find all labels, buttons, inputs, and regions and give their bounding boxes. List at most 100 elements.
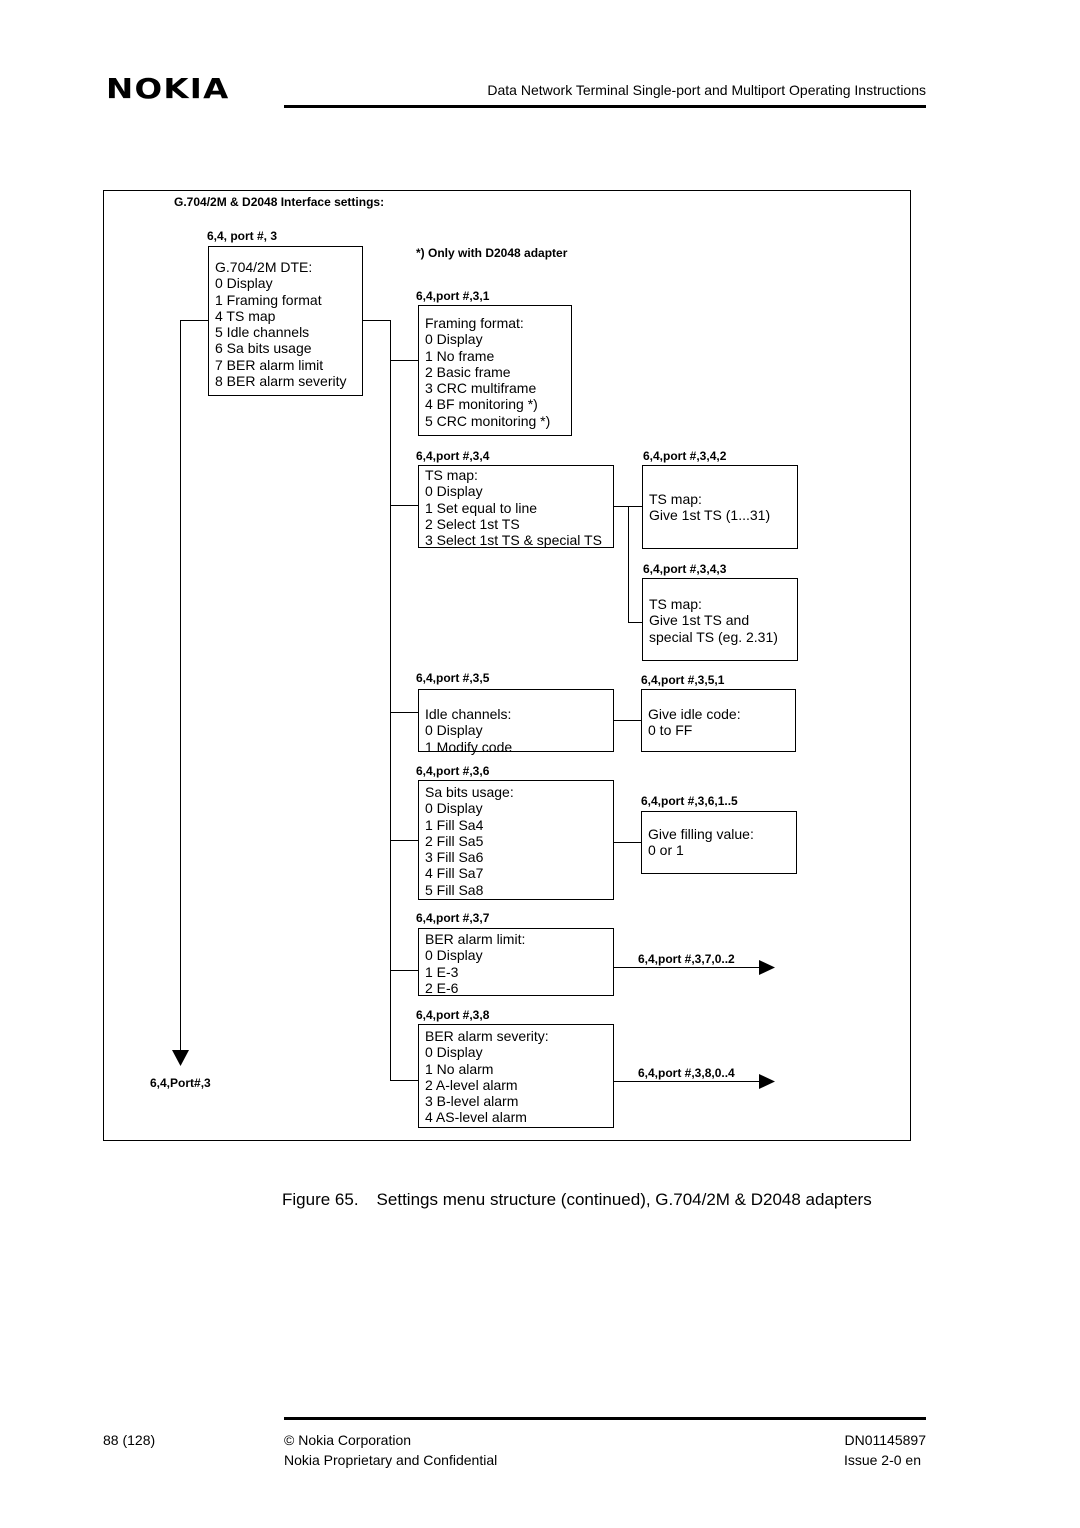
main-menu-label: 6,4, port #, 3 xyxy=(207,229,278,243)
node-label-3-5-1: 6,4,port #,3,5,1 xyxy=(641,673,725,687)
node-label-3-4: 6,4,port #,3,4 xyxy=(416,449,490,463)
menu-line: 4 AS-level alarm xyxy=(425,1109,527,1126)
connector xyxy=(628,622,642,623)
ts-map-special-box: TS map: Give 1st TS and special TS (eg. … xyxy=(642,578,798,661)
menu-line: TS map: xyxy=(649,491,702,507)
menu-line: 1 No frame xyxy=(425,347,495,364)
sa-bits-box: Sa bits usage: 0 Display 1 Fill Sa4 2 Fi… xyxy=(418,780,614,900)
menu-line: 3 B-level alarm xyxy=(425,1093,519,1110)
connector xyxy=(390,505,418,506)
menu-line: 0 Display xyxy=(425,331,483,348)
menu-line: 1 Fill Sa4 xyxy=(425,816,484,833)
footnote-label: *) Only with D2048 adapter xyxy=(416,246,568,260)
menu-line: 0 Display xyxy=(425,947,483,964)
confidentiality-note: Nokia Proprietary and Confidential xyxy=(284,1452,498,1468)
menu-line: 6 Sa bits usage xyxy=(215,340,312,357)
main-menu-box: G.704/2M DTE: 0 Display 1 Framing format… xyxy=(208,246,363,396)
arrow-down-icon xyxy=(172,1050,189,1066)
menu-line: 0 Display xyxy=(425,722,483,739)
arrow-right-icon xyxy=(759,960,775,975)
menu-line: 1 Framing format xyxy=(215,291,322,308)
node-label-3-7: 6,4,port #,3,7 xyxy=(416,911,490,925)
node-label-3-4-2: 6,4,port #,3,4,2 xyxy=(643,449,727,463)
node-label-3-5: 6,4,port #,3,5 xyxy=(416,671,490,685)
figure-number: Figure 65. xyxy=(282,1190,359,1209)
filling-value-box: Give filling value: 0 or 1 xyxy=(641,811,797,874)
node-label-3-6-1: 6,4,port #,3,6,1..5 xyxy=(641,794,738,808)
menu-line: 7 BER alarm limit xyxy=(215,356,324,373)
menu-line: BER alarm limit: xyxy=(425,931,526,947)
menu-line: Sa bits usage: xyxy=(425,784,514,800)
diagram-heading: G.704/2M & D2048 Interface settings: xyxy=(174,195,385,209)
menu-line: TS map: xyxy=(425,467,478,483)
copyright: © Nokia Corporation xyxy=(284,1432,412,1448)
connector xyxy=(614,842,642,843)
figure-title: Settings menu structure (continued), G.7… xyxy=(376,1190,872,1209)
menu-line: 4 TS map xyxy=(215,307,276,324)
ber-severity-box: BER alarm severity: 0 Display 1 No alarm… xyxy=(418,1024,614,1128)
menu-line: 2 Select 1st TS xyxy=(425,515,520,532)
menu-line: 1 No alarm xyxy=(425,1060,494,1077)
connector xyxy=(390,1080,418,1081)
menu-line: 2 A-level alarm xyxy=(425,1076,518,1093)
menu-line: Give 1st TS and xyxy=(649,612,750,629)
connector xyxy=(614,967,760,968)
menu-line: 0 Display xyxy=(425,800,483,817)
connector xyxy=(180,320,181,1050)
menu-line: TS map: xyxy=(649,596,702,612)
arrow-right-icon xyxy=(759,1074,775,1089)
menu-line: 0 Display xyxy=(425,1044,483,1061)
connector xyxy=(390,840,418,841)
menu-line: 5 Idle channels xyxy=(215,324,310,341)
menu-line: 2 Basic frame xyxy=(425,363,511,380)
connector xyxy=(180,320,208,321)
menu-line: 4 Fill Sa7 xyxy=(425,865,484,882)
menu-line: Idle channels: xyxy=(425,706,512,722)
ber-severity-next-label: 6,4,port #,3,8,0..4 xyxy=(638,1066,735,1080)
header-rule xyxy=(284,105,926,108)
menu-line: 1 Modify code xyxy=(425,738,513,755)
nokia-logo: NOKIA xyxy=(106,74,230,106)
menu-line: Give idle code: xyxy=(648,706,741,722)
connector xyxy=(390,360,418,361)
connector xyxy=(390,320,391,1080)
connector xyxy=(614,1081,760,1082)
connector xyxy=(628,506,629,622)
menu-line: 3 Select 1st TS & special TS xyxy=(425,532,602,549)
diagram-frame xyxy=(103,190,911,1141)
menu-line: 4 BF monitoring *) xyxy=(425,396,538,413)
menu-line: G.704/2M DTE: xyxy=(215,259,313,275)
idle-code-box: Give idle code: 0 to FF xyxy=(641,689,796,752)
menu-line: 0 to FF xyxy=(648,722,693,739)
menu-line: 1 E-3 xyxy=(425,963,459,980)
footer-rule xyxy=(284,1417,926,1420)
node-label-3-4-3: 6,4,port #,3,4,3 xyxy=(643,562,727,576)
menu-line: Give filling value: xyxy=(648,826,754,842)
ber-limit-box: BER alarm limit: 0 Display 1 E-3 2 E-6 xyxy=(418,928,614,996)
ts-map-box: TS map: 0 Display 1 Set equal to line 2 … xyxy=(418,465,614,548)
figure-caption: Figure 65. Settings menu structure (conti… xyxy=(282,1190,872,1210)
node-label-3-1: 6,4,port #,3,1 xyxy=(416,289,490,303)
node-label-3-8: 6,4,port #,3,8 xyxy=(416,1008,490,1022)
menu-line: 3 Fill Sa6 xyxy=(425,849,484,866)
menu-line: Framing format: xyxy=(425,315,524,331)
menu-line: 5 Fill Sa8 xyxy=(425,881,484,898)
idle-channels-box: Idle channels: 0 Display 1 Modify code xyxy=(418,689,614,755)
document-title: Data Network Terminal Single-port and Mu… xyxy=(487,82,926,98)
menu-line: BER alarm severity: xyxy=(425,1028,549,1044)
connector xyxy=(614,720,642,721)
ber-limit-next-label: 6,4,port #,3,7,0..2 xyxy=(638,952,735,966)
ts-map-first-box: TS map: Give 1st TS (1...31) xyxy=(642,465,798,549)
connector xyxy=(390,970,418,971)
menu-line: 8 BER alarm severity xyxy=(215,373,347,390)
menu-line: special TS (eg. 2.31) xyxy=(649,628,778,645)
menu-line: 2 E-6 xyxy=(425,979,459,996)
menu-line: 2 Fill Sa5 xyxy=(425,832,484,849)
menu-line: 0 Display xyxy=(425,483,483,500)
menu-line: 1 Set equal to line xyxy=(425,499,538,516)
bottom-return-label: 6,4,Port#,3 xyxy=(150,1076,211,1090)
page-number: 88 (128) xyxy=(103,1432,156,1448)
menu-line: 5 CRC monitoring *) xyxy=(425,412,551,429)
menu-line: 0 Display xyxy=(215,275,273,292)
menu-line: 3 CRC multiframe xyxy=(425,380,537,397)
